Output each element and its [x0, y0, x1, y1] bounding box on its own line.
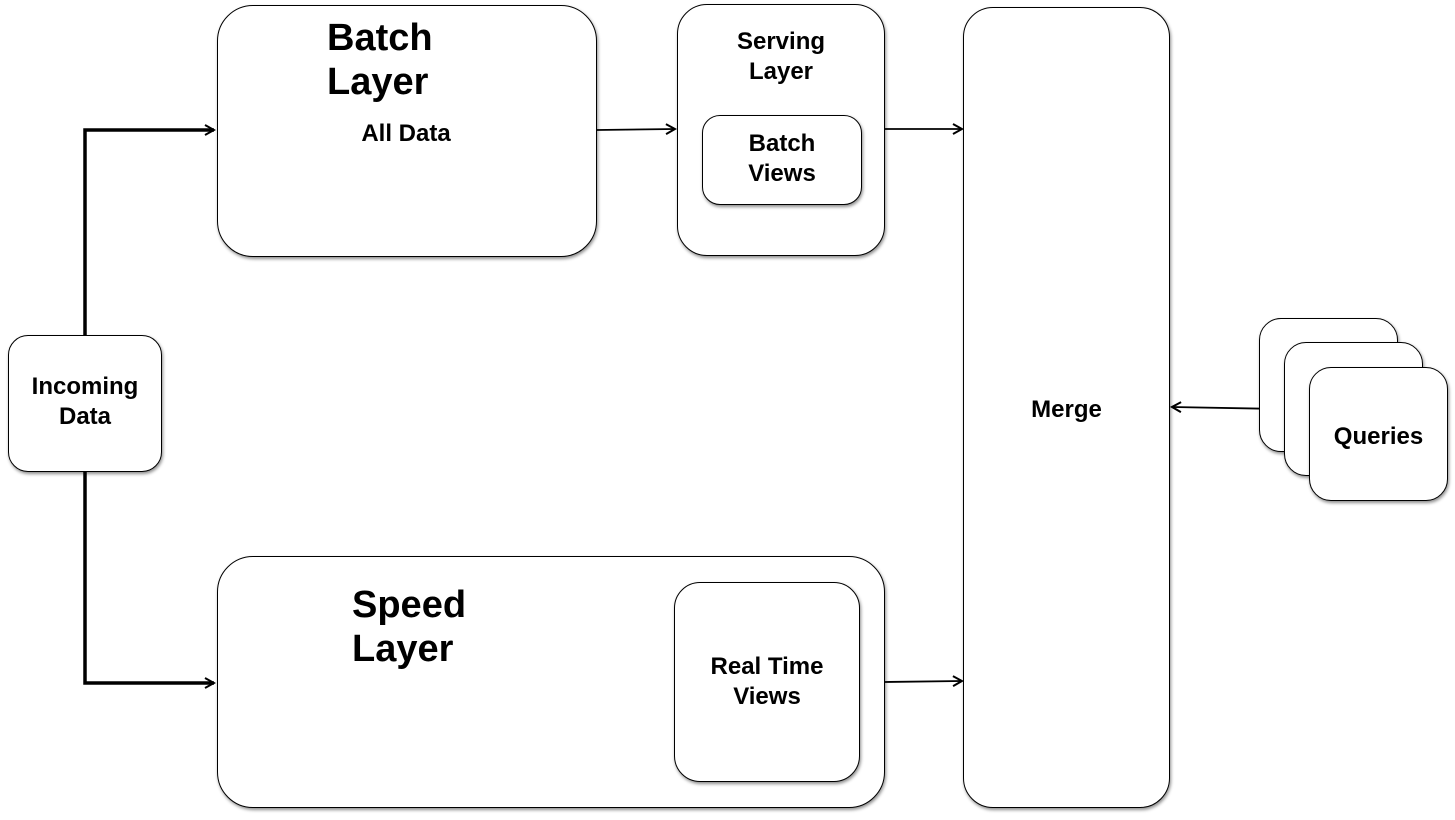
serving-layer-title: Serving Layer [736, 28, 826, 85]
batch-layer-title: Batch Layer [327, 17, 433, 103]
merge-node [963, 7, 1170, 808]
queries-label: Queries [1333, 423, 1424, 450]
batch-layer-content: All Data [361, 120, 451, 147]
arrow-speed-to-merge [884, 681, 962, 682]
arrow-batch-to-serving [596, 129, 675, 130]
real-time-views-node [674, 582, 860, 782]
batch-views-label: Batch Views [748, 130, 816, 187]
incoming-data-node [8, 335, 162, 472]
merge-label: Merge [1031, 396, 1102, 423]
batch-layer-node [217, 5, 597, 257]
incoming-data-label: Incoming Data [31, 373, 139, 430]
arrow-incoming-to-speed [83, 472, 214, 683]
speed-layer-title: Speed Layer [352, 584, 467, 670]
queries-node [1309, 367, 1448, 501]
arrow-incoming-to-batch [83, 130, 214, 335]
batch-views-node [702, 115, 862, 205]
real-time-views-label: Real Time Views [710, 653, 824, 710]
